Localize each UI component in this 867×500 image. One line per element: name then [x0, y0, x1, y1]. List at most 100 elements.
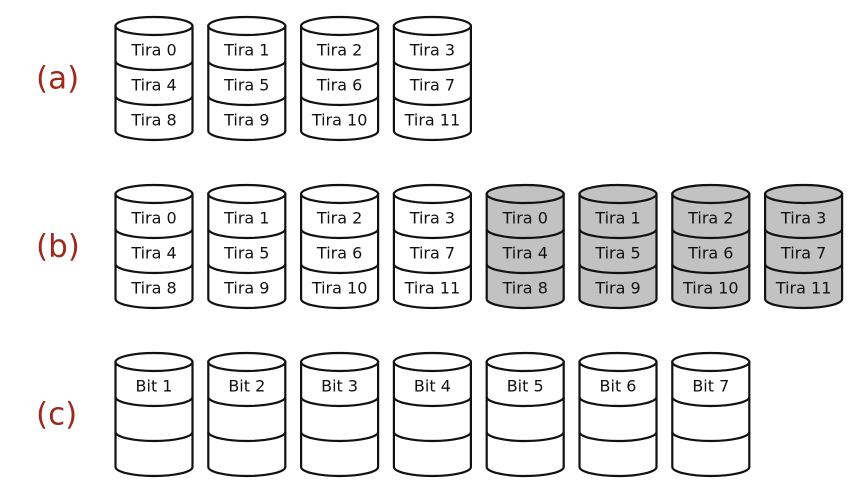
disk-cell-label: Tira 10: [311, 279, 368, 298]
disk-top: [207, 183, 287, 205]
disk-cell-label: Tira 3: [409, 41, 455, 60]
disk-cell-label: Tira 2: [316, 41, 362, 60]
disk-top: [485, 183, 565, 205]
disk-body: [114, 360, 194, 478]
disk-separator: [392, 60, 472, 72]
disk: Tira 0 Tira 4 Tira 8: [114, 183, 194, 310]
disk-body: [485, 360, 565, 478]
disk-body: [207, 192, 287, 310]
disk-cell-label: Bit 5: [507, 377, 544, 396]
disk-cell-label: Bit 1: [136, 377, 173, 396]
disk-separator: [392, 228, 472, 240]
disk-separator: [207, 263, 287, 275]
disk-separator: [207, 431, 287, 443]
disk-body: [207, 360, 287, 478]
disk-separator: [114, 228, 194, 240]
disk-separator: [671, 396, 751, 408]
disk-body: [392, 24, 472, 142]
disk-top: [300, 183, 380, 205]
disk-separator: [485, 396, 565, 408]
disk-cell-label: Tira 9: [223, 111, 269, 130]
disk-cell-label: Tira 7: [409, 244, 455, 263]
disk-separator: [485, 228, 565, 240]
disk-top: [671, 183, 751, 205]
disk-cell-label: Tira 11: [775, 279, 832, 298]
disk-cell-label: Tira 6: [316, 244, 362, 263]
disk-body: [485, 192, 565, 310]
disk-top: [114, 351, 194, 373]
disk-cell-label: Tira 1: [594, 209, 640, 228]
disk-cell-label: Tira 5: [223, 244, 269, 263]
disk-cell-label: Tira 2: [687, 209, 733, 228]
disk-cell-label: Tira 8: [130, 111, 176, 130]
disk-cell-label: Tira 11: [404, 111, 461, 130]
disk-top: [578, 351, 658, 373]
disk-body: [671, 360, 751, 478]
disk-top: [114, 15, 194, 37]
disk-top: [207, 351, 287, 373]
disk-separator: [114, 263, 194, 275]
disk-separator: [671, 228, 751, 240]
disk-body: [764, 192, 844, 310]
disk-separator: [578, 263, 658, 275]
disk-body: [392, 360, 472, 478]
disk-cell-label: Tira 2: [316, 209, 362, 228]
disk-cell-label: Tira 0: [130, 41, 176, 60]
disk: Tira 2 Tira 6 Tira 10: [300, 15, 380, 142]
disk-cell-label: Tira 10: [311, 111, 368, 130]
disk-cell-label: Tira 7: [409, 76, 455, 95]
disk-body: [114, 24, 194, 142]
disk-cell-label: Tira 4: [130, 244, 176, 263]
disk-top: [300, 15, 380, 37]
row-label: (a): [36, 61, 79, 97]
disk-cell-label: Tira 0: [130, 209, 176, 228]
disk-separator: [114, 60, 194, 72]
disk-cell-label: Tira 1: [223, 209, 269, 228]
disk-separator: [578, 228, 658, 240]
disk-cell-label: Bit 3: [321, 377, 358, 396]
disk-separator: [300, 431, 380, 443]
redundant-disk: Tira 1 Tira 5 Tira 9: [578, 183, 658, 310]
disk-separator: [392, 396, 472, 408]
disk: Bit 5: [485, 351, 565, 478]
disk-top: [392, 351, 472, 373]
disk-cell-label: Bit 2: [228, 377, 265, 396]
disk-top: [392, 183, 472, 205]
disk-body: [671, 192, 751, 310]
disk-top: [763, 183, 844, 205]
disk: Bit 3: [300, 351, 380, 478]
disk-cell-label: Bit 4: [414, 377, 451, 396]
disk-separator: [392, 95, 472, 107]
disk-separator: [114, 95, 194, 107]
disk-separator: [578, 396, 658, 408]
disk-top: [671, 351, 751, 373]
disk: Bit 7: [671, 351, 751, 478]
disk-separator: [114, 431, 194, 443]
disk-separator: [300, 228, 380, 240]
disk: Bit 1: [114, 351, 194, 478]
disk-cell-label: Tira 0: [502, 209, 548, 228]
disk-cell-label: Tira 6: [316, 76, 362, 95]
disk-separator: [300, 95, 380, 107]
disk-cell-label: Tira 5: [594, 244, 640, 263]
disk-separator: [764, 228, 844, 240]
disk-cell-label: Tira 9: [594, 279, 640, 298]
disk-separator: [207, 95, 287, 107]
disk-separator: [300, 60, 380, 72]
row-label: (c): [36, 397, 77, 433]
disk-body: [207, 24, 287, 142]
disk-cell-label: Tira 5: [223, 76, 269, 95]
disk-cell-label: Tira 4: [502, 244, 548, 263]
disk-separator: [764, 263, 844, 275]
disk-separator: [114, 396, 194, 408]
row-label: (b): [36, 229, 80, 265]
disk-top: [578, 183, 658, 205]
disk-separator: [392, 431, 472, 443]
disk-top: [485, 351, 565, 373]
disk-cell-label: Tira 7: [780, 244, 826, 263]
disk-cell-label: Tira 8: [130, 279, 176, 298]
